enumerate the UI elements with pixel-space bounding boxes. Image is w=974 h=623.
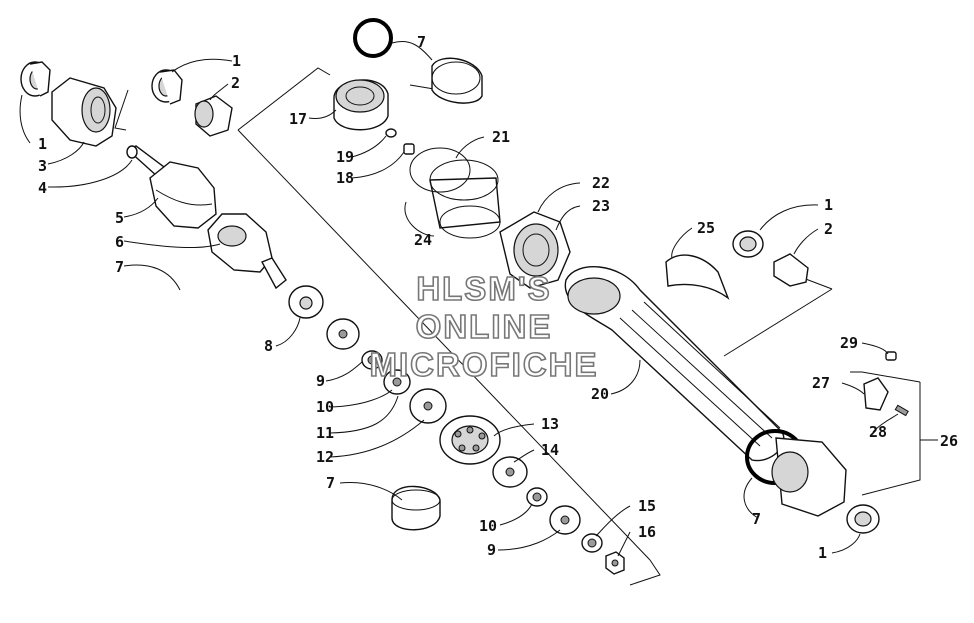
- callout-20: 20: [591, 385, 609, 403]
- part-24-ring: [409, 147, 471, 193]
- part-21-spring-seat: [429, 159, 501, 239]
- callout-29: 29: [840, 334, 858, 352]
- part-27-valve-body: [863, 377, 889, 411]
- callout-labels: 1 2 1 3 4 5 6 7 8 9 10 11 12 7 7 17 19 1…: [38, 33, 958, 562]
- callout-22: 22: [592, 174, 610, 192]
- callout-7: 7: [326, 474, 335, 492]
- part-10-washer-lower: [526, 487, 548, 507]
- callout-28: 28: [869, 423, 887, 441]
- callout-leader-lines: [19, 41, 899, 557]
- part-19-oring-small: [385, 128, 397, 138]
- callout-1: 1: [232, 52, 241, 70]
- part-29-screw: [885, 351, 897, 361]
- callout-7: 7: [752, 510, 761, 528]
- callout-4: 4: [38, 179, 47, 197]
- callout-10: 10: [316, 398, 334, 416]
- callout-9: 9: [316, 372, 325, 390]
- callout-21: 21: [492, 128, 510, 146]
- part-11-washer: [383, 369, 411, 395]
- callout-27: 27: [812, 374, 830, 392]
- watermark-line-3: MICROFICHE: [370, 346, 599, 383]
- part-10-washer: [361, 350, 383, 370]
- assembly-bracket-lines: [114, 67, 921, 586]
- callout-15: 15: [638, 497, 656, 515]
- callout-2: 2: [231, 74, 240, 92]
- part-6-lower-body: [207, 213, 287, 290]
- callout-8: 8: [264, 337, 273, 355]
- part-2-sleeve-right: [773, 253, 809, 287]
- callout-7: 7: [115, 258, 124, 276]
- watermark-line-2: ONLINE: [416, 308, 553, 345]
- callout-1: 1: [38, 135, 47, 153]
- part-7-oring-top: [353, 18, 393, 58]
- callout-1: 1: [824, 196, 833, 214]
- callout-23: 23: [592, 197, 610, 215]
- part-8-washer: [288, 285, 324, 319]
- callout-14: 14: [541, 441, 559, 459]
- part-2-sleeve-top: [194, 95, 233, 137]
- part-12-washer: [409, 388, 447, 424]
- part-17-cap: [333, 79, 389, 131]
- part-7-bearing-ring-top: [431, 57, 483, 104]
- part-26-end-cap: [771, 437, 847, 517]
- callout-7: 7: [417, 33, 426, 51]
- part-9-washer: [326, 318, 360, 350]
- part-5-bump-stop: [149, 161, 217, 229]
- part-16-nut: [605, 551, 625, 575]
- callout-26: 26: [940, 432, 958, 450]
- watermark: HLSM'S ONLINE MICROFICHE: [369, 269, 599, 384]
- callout-17: 17: [289, 110, 307, 128]
- part-20-shock-body: [564, 266, 785, 462]
- callout-25: 25: [697, 219, 715, 237]
- callout-18: 18: [336, 169, 354, 187]
- callout-1: 1: [818, 544, 827, 562]
- callout-10: 10: [479, 517, 497, 535]
- callout-16: 16: [638, 523, 656, 541]
- callout-24: 24: [414, 231, 432, 249]
- callout-6: 6: [115, 233, 124, 251]
- part-1-bushing-top-right: [151, 69, 183, 105]
- part-28-pin: [894, 404, 909, 417]
- part-13-piston: [439, 415, 501, 465]
- callout-9: 9: [487, 541, 496, 559]
- part-9-washer-lower: [549, 505, 581, 535]
- callout-13: 13: [541, 415, 559, 433]
- part-15-washer: [581, 533, 603, 553]
- callout-12: 12: [316, 448, 334, 466]
- part-25-cover: [665, 254, 730, 301]
- callout-3: 3: [38, 157, 47, 175]
- part-18-valve: [403, 143, 415, 155]
- part-22-adjuster-ring: [499, 211, 571, 289]
- callout-5: 5: [115, 209, 124, 227]
- part-1-bushing-lower-right: [846, 504, 880, 534]
- callout-2: 2: [824, 220, 833, 238]
- part-3-eyelet-housing: [51, 77, 117, 147]
- part-14-washer: [492, 456, 528, 488]
- callout-11: 11: [316, 424, 334, 442]
- part-7-bearing-ring-mid: [391, 485, 441, 531]
- part-1-bushing-top-left: [20, 61, 51, 97]
- watermark-line-1: HLSM'S: [416, 270, 551, 307]
- callout-19: 19: [336, 148, 354, 166]
- part-1-bushing-right: [732, 230, 764, 258]
